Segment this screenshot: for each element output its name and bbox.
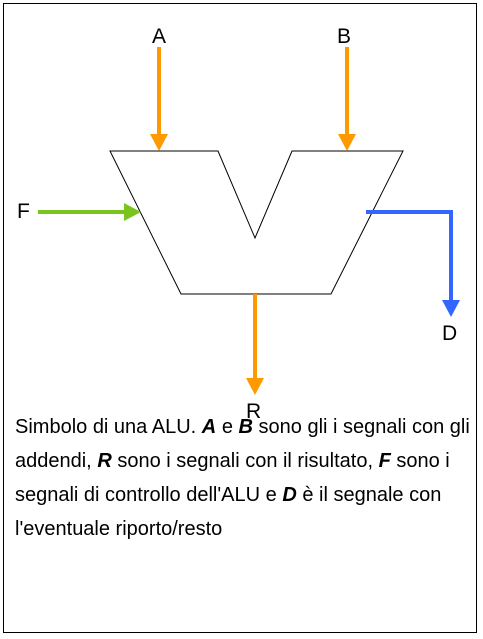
- caption-symbol-r: R: [97, 450, 112, 472]
- arrow-f: [38, 203, 141, 221]
- arrow-b: [338, 47, 356, 151]
- caption-symbol-d: D: [282, 484, 297, 506]
- caption-text: Simbolo di una ALU.: [15, 416, 197, 438]
- label-a: A: [152, 25, 166, 48]
- caption-text: sono i segnali con il risultato,: [117, 450, 374, 472]
- arrow-r: [246, 294, 264, 395]
- label-b: B: [337, 25, 351, 48]
- label-f: F: [17, 200, 30, 223]
- alu-shape: [109, 150, 404, 295]
- caption-symbol-b: B: [238, 416, 253, 438]
- figure-frame: [3, 3, 477, 633]
- caption-text: e: [221, 416, 233, 438]
- arrow-a: [150, 47, 168, 151]
- caption-symbol-a: A: [201, 416, 217, 438]
- label-r: R: [246, 400, 261, 420]
- arrow-d: [366, 210, 460, 317]
- figure-caption: Simbolo di una ALU. A e B sono gli i seg…: [15, 410, 470, 546]
- caption-text: sono i segnali di controllo dell'ALU e: [15, 450, 450, 506]
- caption-symbol-f: F: [378, 450, 391, 472]
- caption-text: è il segnale con l'eventuale riporto/res…: [15, 484, 442, 540]
- label-d: D: [442, 322, 457, 345]
- alu-diagram: A B F D R: [17, 25, 460, 420]
- caption-text: sono gli i segnali con gli addendi,: [15, 416, 470, 472]
